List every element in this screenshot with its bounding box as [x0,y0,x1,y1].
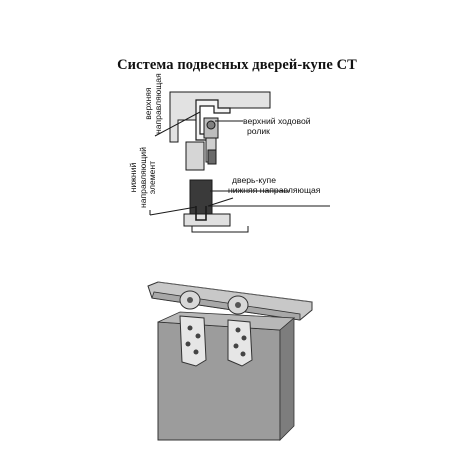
door-slab [157,321,281,441]
wall-piece-1 [185,141,205,171]
lower-guide-channel [195,206,207,221]
wall-piece-2 [207,149,217,165]
diagram-title: Система подвесных дверей-купе СТ [117,57,357,73]
label-door: дверь-купе [232,175,276,185]
label-upper-roller: верхний ходовой ролик [243,116,311,136]
mount-plate-right [227,319,253,367]
label-lower-guide: нижняя направляющая [228,185,321,195]
mount-plate-left [179,315,207,367]
